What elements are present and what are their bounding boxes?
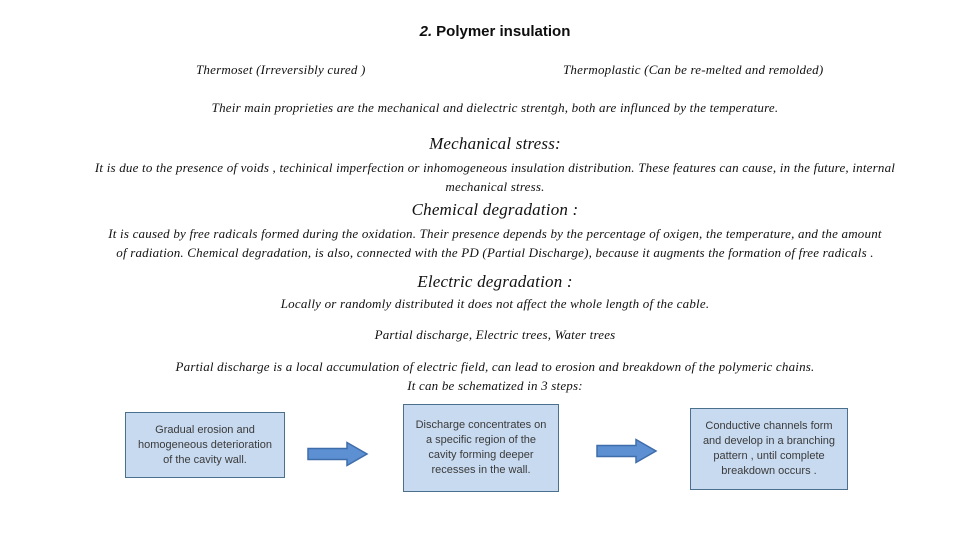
column-header-thermoset: Thermoset (Irreversibly cured ) (196, 62, 366, 77)
heading-mechanical-stress: Mechanical stress: (429, 134, 561, 153)
step-box-1: Gradual erosion and homogeneous deterior… (125, 412, 285, 478)
right-arrow-icon (307, 441, 369, 467)
step-box-2: Discharge concentrates on a specific reg… (403, 404, 559, 492)
heading-electric-degradation: Electric degradation : (417, 272, 573, 291)
slide-title-number: 2. (419, 23, 433, 40)
body-line: It is caused by free radicals formed dur… (108, 226, 882, 241)
heading-chemical-degradation: Chemical degradation : (411, 200, 579, 219)
body-line: Locally or randomly distributed it does … (280, 296, 710, 311)
slide-title: 2.Polymer insulation (30, 23, 960, 40)
body-line: It is due to the presence of voids , tec… (94, 160, 896, 175)
body-chemical-degradation: It is caused by free radicals formed dur… (30, 224, 960, 262)
body-mechanical-stress: It is due to the presence of voids , tec… (30, 158, 960, 196)
slide-title-text: Polymer insulation (436, 23, 571, 40)
step-box-3-text: Conductive channels form and develop in … (702, 420, 836, 477)
step-box-3: Conductive channels form and develop in … (690, 408, 848, 490)
step-box-2-text: Discharge concentrates on a specific reg… (415, 419, 547, 476)
right-arrow-icon (596, 438, 658, 464)
body-line: mechanical stress. (445, 179, 545, 194)
partial-discharge-paragraph: Partial discharge is a local accumulatio… (30, 357, 960, 395)
intro-paragraph: Their main proprieties are the mechanica… (211, 100, 779, 115)
body-line: of radiation. Chemical degradation, is a… (116, 245, 874, 260)
body-line: Partial discharge is a local accumulatio… (175, 359, 815, 374)
step-box-1-text: Gradual erosion and homogeneous deterior… (138, 423, 272, 466)
trees-line: Partial discharge, Electric trees, Water… (374, 327, 616, 342)
column-header-thermoplastic: Thermoplastic (Can be re-melted and remo… (563, 62, 824, 77)
body-line: It can be schematized in 3 steps: (407, 378, 583, 393)
body-electric-degradation: Locally or randomly distributed it does … (30, 294, 960, 313)
